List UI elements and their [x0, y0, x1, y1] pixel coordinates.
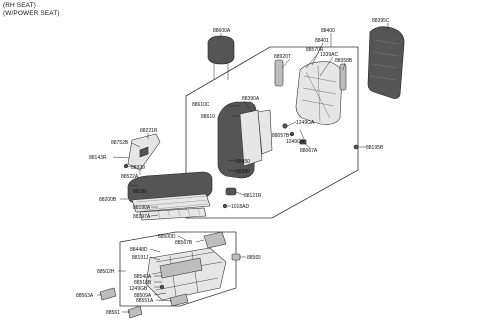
label-88395c: 88395C [372, 18, 390, 24]
label-88180: 88180 [133, 189, 147, 195]
label-1249gb: 1249GB [129, 286, 148, 292]
bolt-1018ad [222, 203, 228, 209]
seatback-frame [295, 61, 343, 125]
label-88200b: 88200B [99, 197, 117, 203]
track-cover-88551a [169, 293, 189, 307]
seatback-pad [239, 109, 273, 167]
track-end-88561 [127, 305, 143, 319]
recliner-cover [203, 231, 227, 249]
label-88600a: 88600A [213, 28, 231, 34]
label-1249ga-1: 1249GA [296, 120, 315, 126]
seat-track-assembly-outline [119, 231, 237, 307]
seatback-rear-cover [367, 26, 405, 99]
clip-88067a [299, 139, 307, 145]
label-88190a: 88190A [133, 205, 151, 211]
label-88610: 88610 [201, 114, 215, 120]
seat-track-frame [145, 247, 227, 301]
cushion-leader-lines [120, 184, 245, 217]
track-leader-lines [97, 235, 246, 313]
label-88567b: 88567B [175, 240, 193, 246]
label-88448d: 88448D [130, 247, 148, 253]
label-88522a: 88522A [121, 174, 139, 180]
cushion-pad [131, 193, 211, 213]
label-88143r: 88143R [89, 155, 107, 161]
seatback-leader-lines [220, 23, 389, 172]
label-88563a: 88563A [76, 293, 94, 299]
switch-88121r [225, 187, 237, 196]
bolt-1249gb [159, 284, 165, 290]
label-88450: 88450 [236, 159, 250, 165]
label-88920t: 88920T [274, 54, 291, 60]
label-88752b: 88752B [111, 140, 129, 146]
label-88067a: 88067A [300, 148, 318, 154]
label-88380: 88380 [236, 169, 250, 175]
label-88509a: 88509A [134, 293, 152, 299]
header-power-seat: (W/POWER SEAT) [3, 10, 60, 17]
seatback-assembly-outline [185, 46, 359, 219]
label-88390a: 88390A [242, 96, 260, 102]
back-side-trim [339, 63, 347, 91]
label-1018ad: 1018AD [231, 204, 249, 210]
label-88358b: 88358B [335, 58, 353, 64]
label-1339ac: 1339AC [320, 52, 338, 58]
label-88570r: 88570R [306, 47, 324, 53]
track-cover-88563a [99, 287, 117, 301]
label-88195b: 88195B [366, 145, 384, 151]
label-88540a: 88540A [134, 274, 152, 280]
cushion-heater-mat [139, 207, 207, 221]
label-88516b: 88516B [134, 280, 152, 286]
side-airbag-module [274, 59, 284, 87]
side-shield-cover [127, 133, 161, 171]
label-88400: 88400 [321, 28, 335, 34]
label-88121r: 88121R [244, 193, 262, 199]
label-88561: 88561 [106, 310, 120, 316]
label-88197a: 88197A [133, 214, 151, 220]
label-1249ga-2: 1249GA [286, 139, 305, 145]
label-88191j: 88191J [132, 255, 149, 261]
label-88221r: 88221R [140, 128, 158, 134]
label-88339: 88339 [131, 165, 145, 171]
label-88057b: 88057B [272, 133, 290, 139]
bolt-1249ga [282, 123, 288, 129]
label-88401: 88401 [315, 38, 329, 44]
header-rh-seat: (RH SEAT) [3, 2, 36, 9]
label-88500d: 88500D [158, 234, 176, 240]
label-88551a: 88551A [136, 298, 154, 304]
label-88610c: 88610C [192, 102, 210, 108]
label-88565: 88565 [247, 255, 261, 261]
headrest [207, 35, 235, 80]
bracket-88565 [231, 253, 241, 261]
bolt-88195b [353, 144, 359, 150]
label-88502h: 88502H [97, 269, 115, 275]
side-shield-leader-lines [112, 133, 149, 175]
